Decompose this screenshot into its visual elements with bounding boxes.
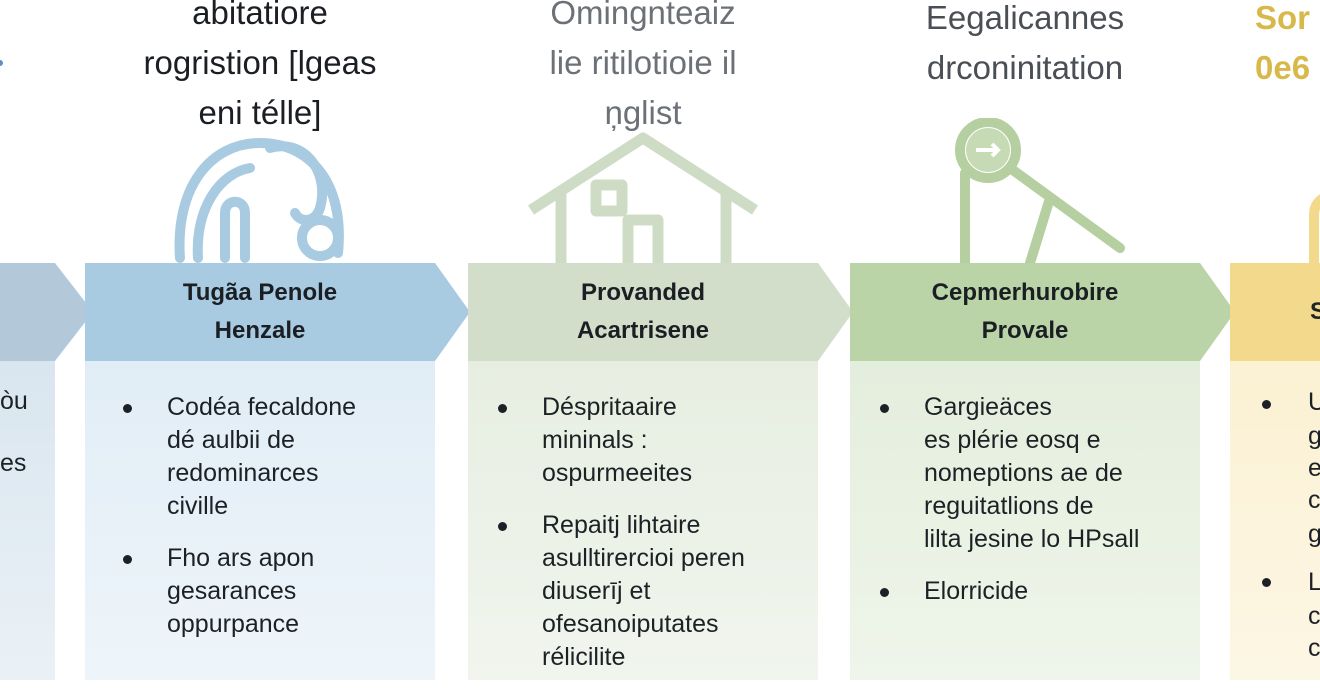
stage-4-header-line: Sor	[1255, 0, 1311, 36]
stage-3-header-line: Eegalicannes	[925, 0, 1125, 36]
stage-4-header: Sor 0e6	[1255, 0, 1310, 93]
stage-3-banner-arrow	[1200, 263, 1235, 361]
stage-4-column: Sor 0e6 S U g e c g L c c	[1230, 0, 1320, 680]
stage-3-bullet: Gargieäces es plérie eosq e nomeptions a…	[879, 391, 1139, 556]
stage-2-bullets: Déspritaaire mininals : ospurmeeites Rep…	[498, 391, 745, 693]
stage-4-fragment: e	[1308, 454, 1320, 482]
elephant-icon	[170, 128, 350, 263]
stage-2-column: Omingnteaiz lie ritilotioie il ņglist Pr…	[468, 0, 853, 680]
stage-4-fragment: c	[1308, 602, 1320, 630]
stage-2-banner-arrow	[818, 263, 853, 361]
stage-0-edge-dot	[0, 60, 3, 66]
stage-3-bullet: Elorricide	[879, 575, 1139, 608]
stage-0-banner	[0, 263, 55, 361]
stage-0-fragment: òu	[0, 387, 28, 415]
stage-4-fragment: g	[1308, 520, 1320, 548]
stage-4-fragment: U	[1308, 388, 1320, 416]
stage-2-body: Déspritaaire mininals : ospurmeeites Rep…	[468, 361, 818, 680]
stage-1-bullet: Fho ars apon gesarances oppurpance	[122, 542, 356, 641]
stage-1-banner-arrow	[435, 263, 470, 361]
stage-4-body	[1230, 361, 1320, 680]
stage-3-header-line: drconinitation	[926, 49, 1124, 86]
stage-1-bullets: Codéa fecaldone dé aulbii de redominarce…	[122, 391, 356, 660]
stage-1-banner-line: Tugãa Penole	[182, 279, 338, 306]
stage-0-body	[0, 361, 55, 680]
stage-1-column: abitatiore rogristion [lgeas eni télle] …	[85, 0, 470, 680]
stage-1-bullet: Codéa fecaldone dé aulbii de redominarce…	[122, 391, 356, 523]
magnifier-key-icon	[940, 117, 1140, 268]
stage-1-header-line: eni télle]	[198, 94, 322, 131]
stage-3-column: Eegalicannes drconinitation Cepmerhurobi…	[850, 0, 1235, 680]
stage-1-banner-line: Henzale	[214, 317, 306, 344]
stage-4-bullet-dot	[1262, 400, 1271, 409]
stage-1-header-line: rogristion [lgeas	[143, 44, 377, 81]
stage-1-header-line: abitatiore	[192, 0, 328, 31]
stage-3-banner-line: Cepmerhurobire	[931, 279, 1119, 306]
stage-2-header-line: Omingnteaiz	[550, 0, 736, 31]
stage-1-header: abitatiore rogristion [lgeas eni télle]	[85, 0, 435, 138]
stage-2-header: Omingnteaiz lie ritilotioie il ņglist	[468, 0, 818, 138]
stage-2-banner: Provanded Acartrisene	[468, 263, 818, 361]
house-icon	[526, 130, 761, 263]
stage-1-body: Codéa fecaldone dé aulbii de redominarce…	[85, 361, 435, 680]
stage-2-header-line: ņglist	[604, 94, 682, 131]
stage-3-body: Gargieäces es plérie eosq e nomeptions a…	[850, 361, 1200, 680]
stage-4-fragment: g	[1308, 422, 1320, 450]
stage-3-banner: Cepmerhurobire Provale	[850, 263, 1200, 361]
stage-4-fragment: c	[1308, 634, 1320, 662]
stage-2-bullet: Repaitj lihtaire asulltirercioi peren di…	[498, 509, 745, 674]
stage-2-bullet: Déspritaaire mininals : ospurmeeites	[498, 391, 745, 490]
stage-3-header: Eegalicannes drconinitation	[850, 0, 1200, 93]
stage-4-header-line: 0e6	[1255, 49, 1311, 86]
stage-0-fragment: es	[0, 449, 27, 477]
stage-4-banner-line: S	[1310, 298, 1320, 325]
stage-4-fragment: c	[1308, 486, 1320, 514]
stage-2-banner-line: Acartrisene	[576, 317, 710, 344]
stage-0-column: òu es	[0, 0, 93, 680]
stage-2-banner-line: Provanded	[580, 279, 706, 306]
stage-4-banner: S	[1230, 263, 1320, 361]
stage-4-fragment: L	[1308, 568, 1320, 596]
lock-icon	[1300, 190, 1320, 268]
stage-4-bullet-dot	[1262, 578, 1271, 587]
stage-3-bullets: Gargieäces es plérie eosq e nomeptions a…	[879, 391, 1139, 627]
stage-2-header-line: lie ritilotioie il	[549, 44, 737, 81]
stage-1-banner: Tugãa Penole Henzale	[85, 263, 435, 361]
stage-3-banner-line: Provale	[981, 317, 1069, 344]
